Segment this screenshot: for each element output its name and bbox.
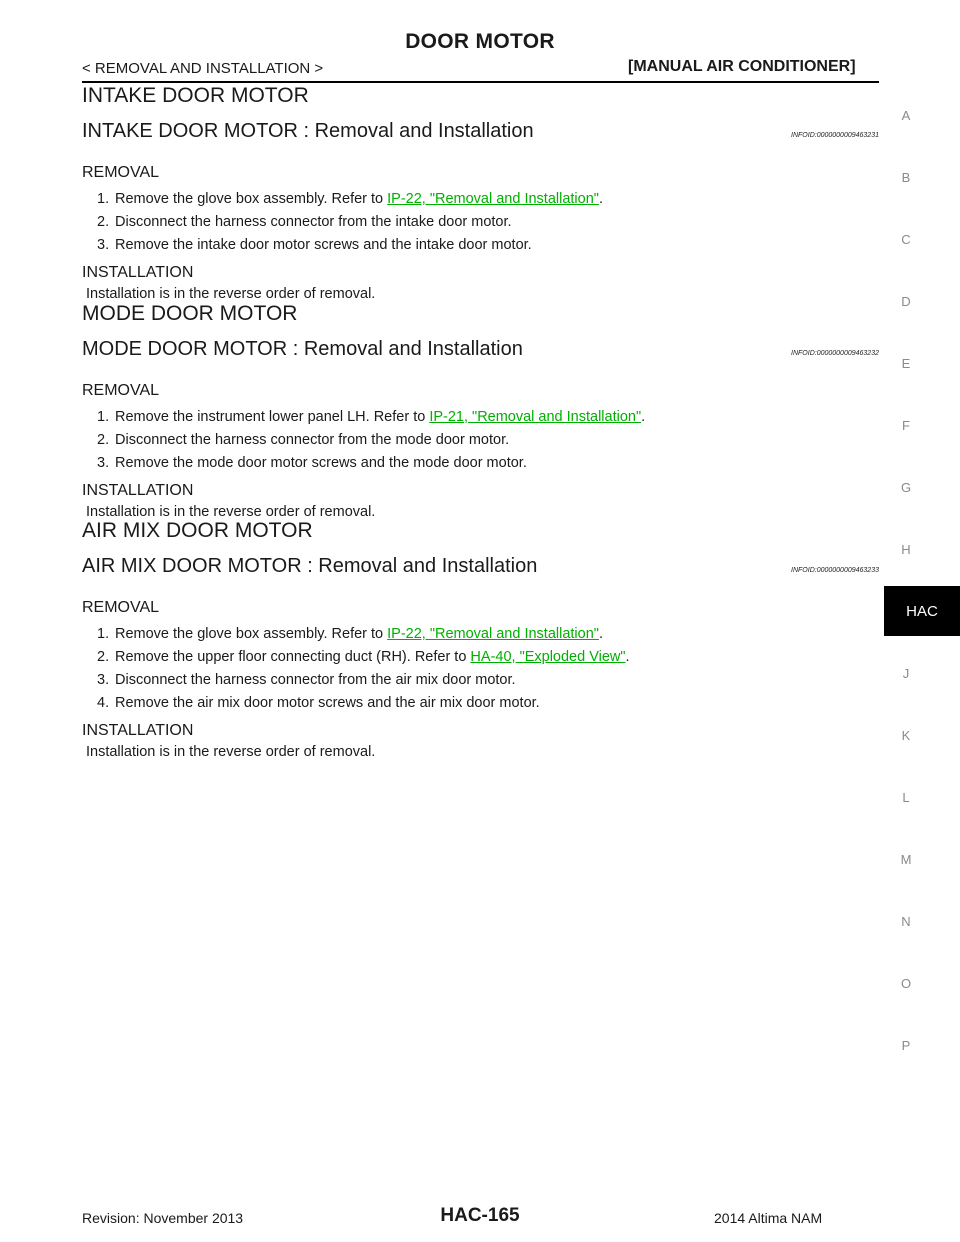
step-number: 1. (97, 409, 110, 425)
step-text: Remove the mode door motor screws and th… (115, 455, 527, 471)
reference-link[interactable]: IP-22, "Removal and Installation" (387, 626, 599, 642)
page-title: DOOR MOTOR (405, 30, 555, 53)
step-item: 3. Disconnect the harness connector from … (97, 672, 516, 688)
step-item: 1. Remove the glove box assembly. Refer t… (97, 191, 603, 207)
page-number: HAC-165 (440, 1205, 520, 1226)
step-text: Disconnect the harness connector from th… (115, 432, 510, 448)
index-tab-g[interactable]: G (900, 480, 912, 495)
installation-heading: INSTALLATION (82, 482, 194, 499)
step-item: 1. Remove the instrument lower panel LH. … (97, 409, 645, 425)
reference-link[interactable]: IP-21, "Removal and Installation" (429, 409, 642, 425)
info-id: INFOID:0000000009463231 (791, 132, 879, 139)
step-number: 3. (97, 455, 110, 471)
subsection-title-intake: INTAKE DOOR MOTOR : Removal and Installa… (82, 120, 879, 143)
model-label: 2014 Altima NAM (714, 1210, 823, 1226)
step-text: Disconnect the harness connector from th… (115, 214, 512, 230)
index-tab-b[interactable]: B (901, 170, 911, 185)
installation-text: Installation is in the reverse order of … (86, 286, 376, 302)
step-punct: . (625, 649, 630, 665)
step-item: 2. Disconnect the harness connector from … (97, 432, 509, 448)
subsection-title-text: INTAKE DOOR MOTOR : Removal and Installa… (82, 120, 534, 142)
breadcrumb: < REMOVAL AND INSTALLATION > (82, 60, 324, 77)
reference-link[interactable]: HA-40, "Exploded View" (470, 649, 626, 665)
step-item: 2. Disconnect the harness connector from … (97, 214, 512, 230)
revision-date: Revision: November 2013 (82, 1210, 244, 1226)
index-tab-p[interactable]: P (901, 1038, 911, 1053)
step-text: Remove the instrument lower panel LH. Re… (115, 409, 430, 425)
index-tab-c[interactable]: C (901, 232, 911, 247)
installation-heading: INSTALLATION (82, 722, 194, 739)
section-title-mode: MODE DOOR MOTOR (82, 302, 298, 325)
section-title-air-mix: AIR MIX DOOR MOTOR (82, 519, 313, 542)
step-item: 3. Remove the intake door motor screws an… (97, 237, 532, 253)
subsection-title-mode: MODE DOOR MOTOR : Removal and Installati… (82, 338, 879, 361)
info-id: INFOID:0000000009463232 (791, 350, 879, 357)
step-text: Disconnect the harness connector from th… (115, 672, 516, 688)
installation-text: Installation is in the reverse order of … (86, 504, 376, 520)
installation-heading: INSTALLATION (82, 264, 194, 281)
step-punct: . (598, 191, 603, 207)
section-label: [MANUAL AIR CONDITIONER] (628, 58, 856, 75)
index-tab-j[interactable]: J (902, 666, 910, 681)
index-tab-d[interactable]: D (901, 294, 911, 309)
installation-text: Installation is in the reverse order of … (86, 744, 376, 760)
index-tab-l[interactable]: L (902, 790, 910, 805)
step-text: Remove the glove box assembly. Refer to (115, 191, 388, 207)
step-number: 3. (97, 237, 110, 253)
step-number: 2. (97, 649, 110, 665)
removal-heading: REMOVAL (82, 164, 160, 181)
step-item: 2. Remove the upper floor connecting duct… (97, 649, 630, 665)
step-number: 2. (97, 432, 110, 448)
index-tab-f[interactable]: F (902, 418, 910, 433)
index-tab-e[interactable]: E (901, 356, 911, 371)
reference-link[interactable]: IP-22, "Removal and Installation" (387, 191, 599, 207)
step-punct: . (641, 409, 646, 425)
subsection-title-air-mix: AIR MIX DOOR MOTOR : Removal and Install… (82, 555, 879, 578)
step-text: Remove the intake door motor screws and … (115, 237, 532, 253)
step-number: 1. (97, 626, 110, 642)
step-text: Remove the air mix door motor screws and… (115, 695, 540, 711)
header-divider (82, 81, 879, 83)
step-text: Remove the upper floor connecting duct (… (115, 649, 471, 665)
step-punct: . (598, 626, 603, 642)
index-tab-n[interactable]: N (901, 914, 911, 929)
index-tab-k[interactable]: K (901, 728, 911, 743)
info-id: INFOID:0000000009463233 (791, 567, 879, 574)
index-tab-m[interactable]: M (900, 852, 912, 867)
step-item: 4. Remove the air mix door motor screws a… (97, 695, 540, 711)
step-number: 1. (97, 191, 110, 207)
index-tab-hac-active[interactable]: HAC (884, 586, 960, 636)
removal-heading: REMOVAL (82, 382, 160, 399)
step-number: 4. (97, 695, 110, 711)
step-number: 3. (97, 672, 110, 688)
step-number: 2. (97, 214, 110, 230)
subsection-title-text: AIR MIX DOOR MOTOR : Removal and Install… (82, 555, 538, 577)
step-item: 1. Remove the glove box assembly. Refer t… (97, 626, 603, 642)
section-title-intake: INTAKE DOOR MOTOR (82, 84, 309, 107)
step-text: Remove the glove box assembly. Refer to (115, 626, 388, 642)
step-item: 3. Remove the mode door motor screws and … (97, 455, 527, 471)
index-tab-h[interactable]: H (901, 542, 911, 557)
index-tab-o[interactable]: O (900, 976, 912, 991)
index-tab-a[interactable]: A (901, 108, 911, 123)
removal-heading: REMOVAL (82, 599, 160, 616)
subsection-title-text: MODE DOOR MOTOR : Removal and Installati… (82, 338, 523, 360)
